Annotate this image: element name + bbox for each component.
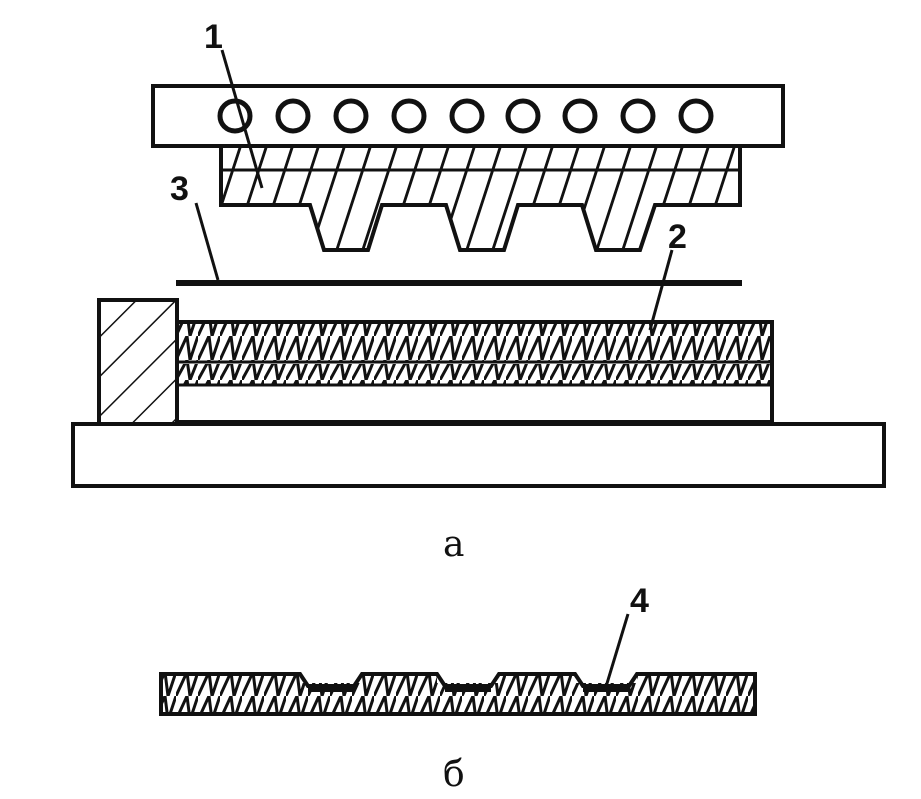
- heating-channel: [678, 98, 714, 134]
- label-1: 1: [204, 18, 223, 56]
- heating-channels: [217, 98, 714, 134]
- heating-channel: [620, 98, 656, 134]
- workpiece: [175, 320, 774, 424]
- caption-b: б: [443, 754, 465, 795]
- leader-line-2: [648, 249, 674, 331]
- foil-imprint: [308, 684, 354, 692]
- leader-line-4: [603, 613, 630, 691]
- label-2: 2: [668, 218, 687, 256]
- upper-platen: [151, 84, 785, 148]
- foil-imprint: [445, 684, 491, 692]
- finished-product: [159, 671, 757, 716]
- heating-channel: [562, 98, 598, 134]
- heating-channel: [275, 98, 311, 134]
- base-plate: [71, 422, 886, 488]
- heating-channel: [391, 98, 427, 134]
- caption-a: а: [443, 524, 464, 565]
- heating-channel: [333, 98, 369, 134]
- relief-die: [219, 144, 742, 252]
- heating-channel: [449, 98, 485, 134]
- label-4: 4: [630, 582, 649, 620]
- heating-channel: [505, 98, 541, 134]
- leader-line-3: [194, 202, 220, 281]
- side-stop: [97, 298, 179, 426]
- leader-line-1: [220, 49, 264, 189]
- label-3: 3: [170, 170, 189, 208]
